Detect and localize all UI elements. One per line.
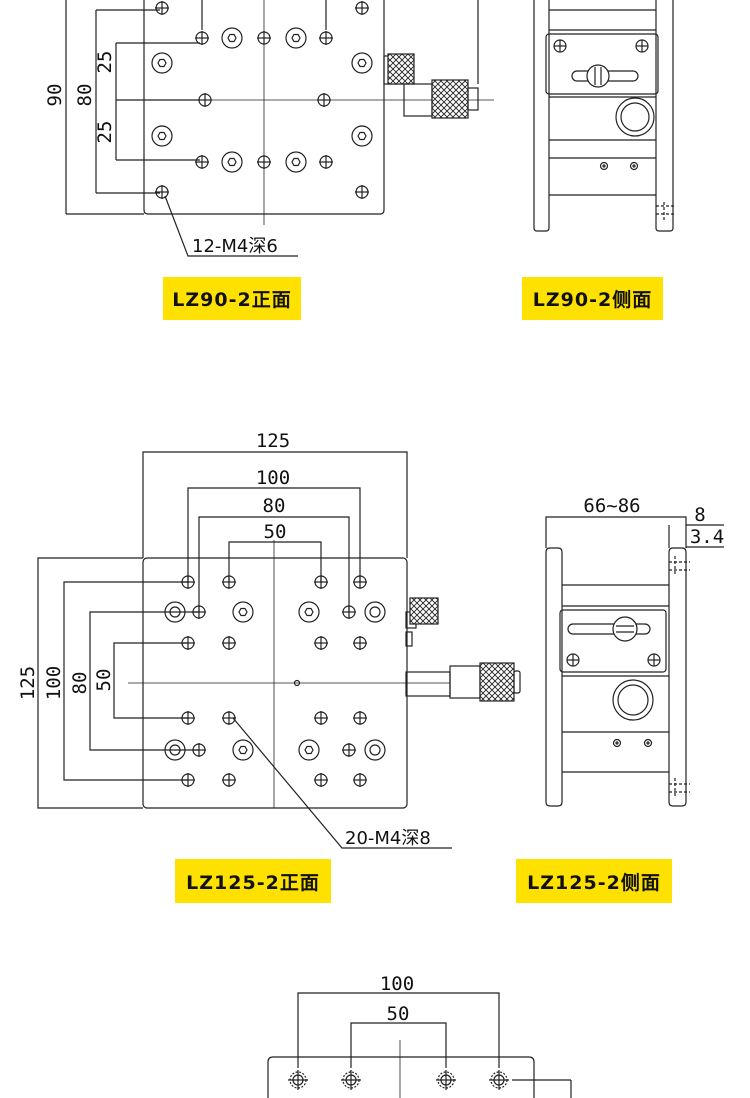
m4-hole-icon [195, 31, 209, 45]
lz90-dim-90: 90 [44, 84, 66, 107]
m4-hole-icon [181, 575, 195, 589]
m4-hole-icon [192, 605, 206, 619]
counterbore-icon [351, 52, 373, 74]
counterbore-icon [364, 601, 386, 623]
lz125-top-80: 80 [263, 495, 286, 517]
m4-hole-icon [257, 31, 271, 45]
m4-hole-icon [353, 636, 367, 650]
m4-hole-icon [314, 575, 328, 589]
counterbore-icon [164, 601, 186, 623]
m4-hole-icon [314, 636, 328, 650]
m4-hole-icon [222, 575, 236, 589]
m4-hole-icon [436, 1070, 456, 1090]
lz90-dimension-labels: 90 80 25 25 12-M4深6 [44, 51, 278, 257]
m4-hole-icon [342, 743, 356, 757]
lz125-left-50: 50 [93, 669, 115, 692]
m4-hole-icon [198, 93, 212, 107]
m4-hole-icon [195, 155, 209, 169]
m4-hole-icon [155, 1, 169, 15]
lz125-front-holes [164, 575, 386, 787]
lz125-left-125: 125 [17, 666, 39, 700]
counterbore-icon [232, 601, 254, 623]
lz125-left-80: 80 [69, 672, 91, 695]
m4-hole-icon [155, 185, 169, 199]
m4-hole-icon [353, 773, 367, 787]
m4-hole-icon [489, 1070, 509, 1090]
counterbore-icon [151, 52, 173, 74]
m4-hole-icon [314, 711, 328, 725]
m4-hole-icon [355, 1, 369, 15]
lz90-side-label: LZ90-2侧面 [522, 277, 663, 320]
lz90-hole-note: 12-M4深6 [192, 236, 278, 257]
m4-hole-icon [341, 1070, 361, 1090]
lz125-top-125: 125 [256, 430, 290, 452]
m4-hole-icon [319, 31, 333, 45]
counterbore-icon [364, 739, 386, 761]
lz90-front-label: LZ90-2正面 [163, 277, 301, 320]
m4-hole-icon [353, 575, 367, 589]
lz125-side-3-4: 3.4 [690, 526, 724, 548]
m4-hole-icon [222, 711, 236, 725]
lz90-dim-25-upper: 25 [94, 51, 116, 74]
counterbore-icon [285, 27, 307, 49]
lz125-hole-note: 20-M4深8 [345, 828, 431, 849]
counterbore-icon [351, 125, 373, 147]
screw-icon [553, 39, 567, 53]
lz125-dimension-labels: 125 100 80 50 125 100 80 50 66~86 8 3.4 … [17, 430, 724, 849]
screw-icon [647, 653, 661, 667]
m4-hole-icon [181, 773, 195, 787]
next-top-100: 100 [380, 973, 414, 995]
counterbore-icon [298, 601, 320, 623]
m4-hole-icon [314, 773, 328, 787]
counterbore-icon [232, 739, 254, 761]
lz125-left-100: 100 [43, 666, 65, 700]
m4-hole-icon [288, 1070, 308, 1090]
lz125-front-view [37, 451, 521, 849]
counterbore-icon [151, 125, 173, 147]
lz90-front-view [65, 0, 494, 257]
m4-hole-icon [353, 711, 367, 725]
next-top-50: 50 [387, 1003, 410, 1025]
m4-hole-icon [355, 185, 369, 199]
counterbore-icon [285, 151, 307, 173]
lz125-side-view [545, 516, 724, 807]
m4-hole-icon [319, 155, 333, 169]
counterbore-icon [164, 739, 186, 761]
m4-hole-icon [181, 636, 195, 650]
lz90-side-view [533, 0, 676, 232]
next-stage-dimension-labels: 100 50 [380, 973, 414, 1025]
lz90-dim-80: 80 [74, 84, 96, 107]
lz90-dim-25-lower: 25 [94, 121, 116, 144]
m4-hole-icon [222, 773, 236, 787]
counterbore-icon [221, 27, 243, 49]
lz125-top-50: 50 [264, 521, 287, 543]
m4-hole-icon [192, 743, 206, 757]
m4-hole-icon [257, 155, 271, 169]
counterbore-icon [298, 739, 320, 761]
lz125-side-8: 8 [694, 504, 705, 526]
next-stage-front-view [267, 992, 572, 1098]
lz125-side-width: 66~86 [583, 495, 640, 517]
m4-hole-icon [317, 93, 331, 107]
screw-icon [635, 39, 649, 53]
m4-hole-icon [342, 605, 356, 619]
lz125-front-label: LZ125-2正面 [175, 859, 331, 903]
lz125-side-label: LZ125-2侧面 [516, 859, 672, 903]
m4-hole-icon [222, 636, 236, 650]
screw-icon [566, 653, 580, 667]
m4-hole-icon [181, 711, 195, 725]
lz125-top-100: 100 [256, 467, 290, 489]
lz90-front-holes [151, 1, 373, 199]
counterbore-icon [221, 151, 243, 173]
